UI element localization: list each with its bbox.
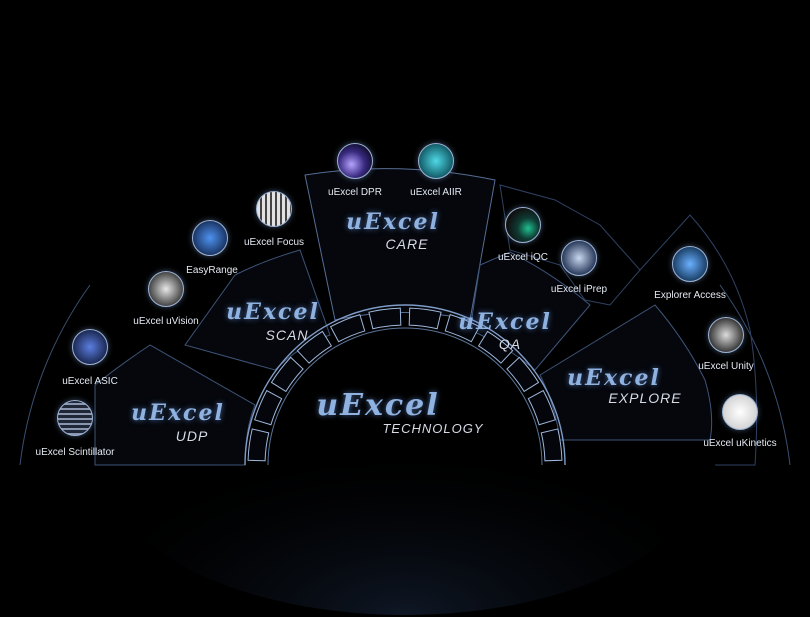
segment-care-sub: CARE — [385, 236, 429, 252]
segment-udp-sub: UDP — [175, 428, 209, 444]
node-label: uExcel ASIC — [62, 376, 118, 387]
ring-block — [408, 307, 442, 330]
node-label: Explorer Access — [654, 290, 726, 301]
segment-right-frame — [499, 184, 641, 306]
node-label: uExcel Focus — [243, 237, 305, 248]
ring-block — [368, 307, 402, 330]
node-label: uExcel AIIR — [410, 187, 462, 198]
segment-care-brand: uExcel — [346, 209, 440, 235]
skeleton-icon — [722, 394, 758, 430]
center-brand: uExcel — [316, 388, 440, 423]
center-subtitle: TECHNOLOGY — [382, 421, 484, 436]
center-ring-outer — [244, 304, 566, 466]
ring-block — [540, 428, 563, 462]
swirl-icon — [337, 143, 373, 179]
ring-block — [444, 314, 481, 343]
outer-arc — [19, 284, 91, 466]
outer-arc-right — [719, 284, 791, 466]
node-label: uExcel Scintillator — [35, 447, 115, 458]
node-label: EasyRange — [186, 265, 238, 276]
node-label: uExcel uKinetics — [703, 438, 777, 449]
ring-block — [506, 356, 540, 393]
segment-scan-sub: SCAN — [265, 327, 309, 343]
segment-udp-brand: uExcel — [131, 400, 225, 426]
ring-block — [329, 314, 366, 343]
segment-explore-sub: EXPLORE — [608, 390, 682, 406]
ring-block — [254, 389, 283, 426]
node-label: uExcel Unity — [698, 361, 754, 372]
ring-blocks — [247, 307, 563, 462]
segment-far-right-frame — [639, 214, 758, 466]
gauge-shield-icon — [505, 207, 541, 243]
node-label: uExcel iQC — [497, 252, 549, 263]
node-label: uExcel DPR — [328, 187, 382, 198]
segment-explore-brand: uExcel — [567, 365, 661, 391]
segment-scan-brand: uExcel — [226, 299, 320, 325]
body-scan-icon — [192, 220, 228, 256]
node-label: uExcel iPrep — [550, 284, 608, 295]
ring-block — [247, 428, 270, 462]
gear-icon — [561, 240, 597, 276]
ring-block — [477, 330, 514, 364]
cells-icon — [672, 246, 708, 282]
ring-block — [296, 330, 333, 364]
segment-qa-brand: uExcel — [458, 309, 552, 335]
camera-device-icon — [148, 271, 184, 307]
center-ring-inner — [267, 327, 543, 466]
segment-qa-sub: QA — [498, 336, 522, 352]
node-label: uExcel uVision — [133, 316, 199, 327]
ring-block — [527, 389, 556, 426]
detector-grid-icon — [256, 191, 292, 227]
waveform-icon — [708, 317, 744, 353]
ring-block — [270, 356, 304, 393]
chip-icon — [72, 329, 108, 365]
network-icon — [418, 143, 454, 179]
grid-panel-icon — [57, 400, 93, 436]
